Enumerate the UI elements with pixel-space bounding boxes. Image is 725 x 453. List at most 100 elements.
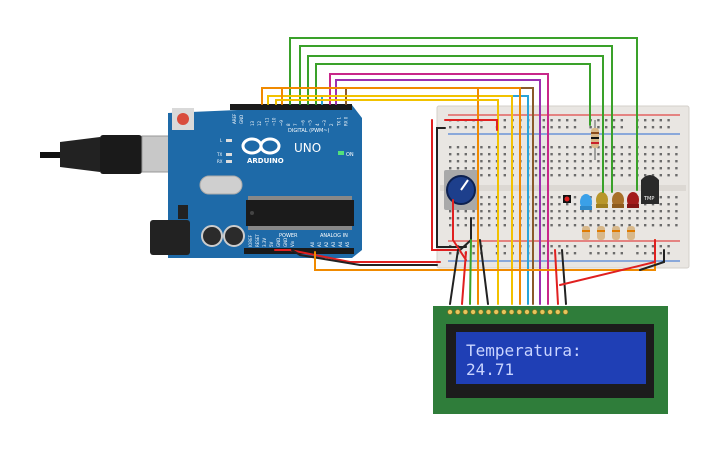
bb-hole <box>659 217 662 220</box>
wire-black-1 <box>436 127 467 248</box>
bb-hole <box>651 167 655 170</box>
usb-plug-body <box>60 137 100 172</box>
arduino-brand-label: ARDUINO <box>247 157 284 165</box>
crystal-oscillator <box>199 175 243 195</box>
wire-green-3 <box>307 55 604 193</box>
on-label: ON <box>346 152 354 158</box>
bb-rail-hole <box>612 126 616 129</box>
bb-hole <box>620 146 623 149</box>
wires <box>261 37 665 305</box>
dc-power-jack <box>150 220 190 255</box>
reset-button[interactable] <box>177 113 189 125</box>
bb-rail-hole <box>550 119 553 122</box>
bb-hole <box>480 224 483 227</box>
power-pin-label: IOREF <box>248 234 253 247</box>
bb-rail-hole <box>620 245 623 248</box>
bb-hole <box>573 210 577 213</box>
bb-hole <box>667 174 670 177</box>
lcd-line-1: Temperatura: <box>466 341 582 360</box>
digital-pin-label: 13 <box>250 120 255 126</box>
bb-hole <box>628 146 631 149</box>
bb-hole <box>480 196 483 199</box>
bb-hole <box>464 224 467 227</box>
bb-rail-hole <box>597 252 600 255</box>
bb-hole <box>472 167 475 170</box>
bb-hole <box>542 160 545 163</box>
bb-rail-hole <box>558 126 561 129</box>
bb-hole <box>636 224 639 227</box>
arduino-uno-board[interactable]: ARDUINO UNO ON L TX RX DIGITAL (PWM~) AR… <box>150 104 362 258</box>
bb-rail-hole <box>605 245 608 248</box>
bb-hole <box>612 160 616 163</box>
capacitor-2 <box>223 225 245 247</box>
bb-rail-hole <box>566 119 569 122</box>
bb-rail-hole <box>558 252 561 255</box>
bb-rail-hole <box>620 252 623 255</box>
bb-hole <box>503 146 506 149</box>
digital-pin-label: ~6 <box>300 120 305 126</box>
bb-rail-hole <box>605 252 608 255</box>
bb-rail-hole <box>612 245 616 248</box>
bb-hole <box>456 153 460 156</box>
bb-hole <box>644 203 647 206</box>
bb-rail-hole <box>644 119 647 122</box>
power-pin-label: GND <box>276 238 281 247</box>
wire-lcd-a <box>554 249 559 305</box>
bb-rail-hole <box>542 252 545 255</box>
bb-hole <box>659 210 662 213</box>
bb-hole <box>581 153 584 156</box>
bb-hole <box>503 153 506 156</box>
bb-hole <box>581 167 584 170</box>
wire-yellow-1 <box>267 95 513 305</box>
bb-rail-hole <box>597 245 600 248</box>
bb-hole <box>566 146 569 149</box>
bb-rail-hole <box>449 126 452 129</box>
bb-rail-hole <box>667 119 670 122</box>
atmega-chip <box>246 200 354 226</box>
wire-red-2 <box>452 199 467 261</box>
bb-hole <box>456 224 460 227</box>
bb-rail-hole <box>480 126 483 129</box>
rx-led <box>226 160 232 163</box>
bb-hole <box>488 196 491 199</box>
bb-hole <box>659 146 662 149</box>
bb-hole <box>550 146 553 149</box>
bb-rail-hole <box>667 245 670 248</box>
power-pin-label: 5V <box>269 241 274 247</box>
bb-hole <box>566 160 569 163</box>
bb-rail-hole <box>651 252 655 255</box>
lcd-pin <box>485 309 492 315</box>
bb-hole <box>659 167 662 170</box>
bb-hole <box>589 210 592 213</box>
bb-hole <box>612 174 616 177</box>
bb-hole <box>534 210 538 213</box>
bb-hole <box>636 210 639 213</box>
bb-hole <box>558 146 561 149</box>
bb-hole <box>581 210 584 213</box>
bb-rail-hole <box>566 245 569 248</box>
aref-label: AREF <box>232 113 237 124</box>
bb-hole <box>573 217 577 220</box>
tx-led <box>226 153 232 156</box>
digital-pin-label: 2 <box>329 123 334 126</box>
bb-hole <box>597 160 600 163</box>
bb-hole <box>558 217 561 220</box>
bb-hole <box>667 210 670 213</box>
bb-hole <box>480 146 483 149</box>
bb-hole <box>675 224 678 227</box>
bb-hole <box>480 210 483 213</box>
bb-hole <box>620 160 623 163</box>
potentiometer[interactable] <box>444 170 478 210</box>
arduino-model-label: UNO <box>294 141 321 155</box>
bb-hole <box>597 210 600 213</box>
bb-hole <box>612 153 616 156</box>
digital-label: DIGITAL (PWM~) <box>288 128 330 134</box>
bb-hole <box>566 224 569 227</box>
bb-hole <box>550 196 553 199</box>
bb-hole <box>644 210 647 213</box>
lcd-pin <box>508 309 515 315</box>
bb-hole <box>550 174 553 177</box>
bb-hole <box>558 153 561 156</box>
bb-rail-hole <box>503 252 506 255</box>
bb-hole <box>464 160 467 163</box>
